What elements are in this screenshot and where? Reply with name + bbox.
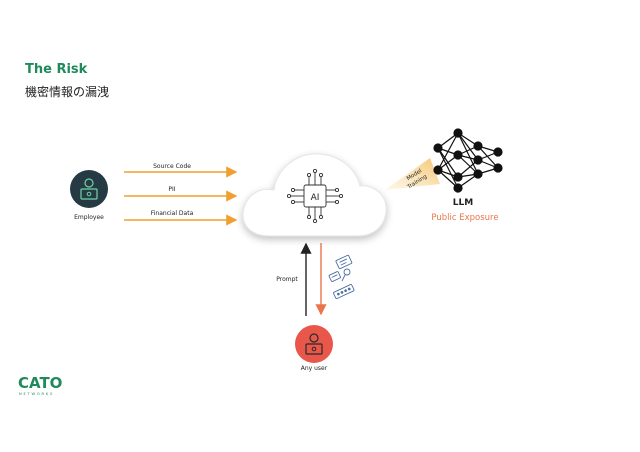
employee-node: Employee bbox=[70, 170, 108, 221]
flow-label-source-code: Source Code bbox=[153, 163, 191, 170]
model-training-arrow: Model Training bbox=[385, 158, 440, 191]
logo-sub: NETWORKS bbox=[19, 392, 54, 396]
llm-label: LLM bbox=[453, 198, 473, 208]
flow-label-pii: PII bbox=[168, 186, 175, 193]
public-exposure-label: Public Exposure bbox=[431, 213, 498, 223]
page-title: The Risk bbox=[25, 62, 88, 77]
ai-chip-icon bbox=[286, 168, 344, 224]
ai-label: AI bbox=[311, 193, 320, 203]
leaked-data-icon bbox=[328, 254, 355, 300]
data-flows: Source Code PII Financial Data bbox=[124, 163, 238, 226]
flow-label-financial-data: Financial Data bbox=[151, 210, 194, 217]
prompt-label: Prompt bbox=[276, 276, 298, 283]
employee-label: Employee bbox=[74, 214, 104, 221]
neural-network-icon bbox=[433, 128, 503, 193]
prompt-flow: Prompt bbox=[276, 242, 327, 316]
cato-logo: CATO NETWORKS bbox=[18, 374, 62, 396]
any-user-label: Any user bbox=[301, 365, 328, 372]
page-subtitle: 機密情報の漏洩 bbox=[25, 85, 110, 99]
logo-name: CATO bbox=[18, 374, 62, 392]
any-user-node: Any user bbox=[295, 325, 333, 372]
